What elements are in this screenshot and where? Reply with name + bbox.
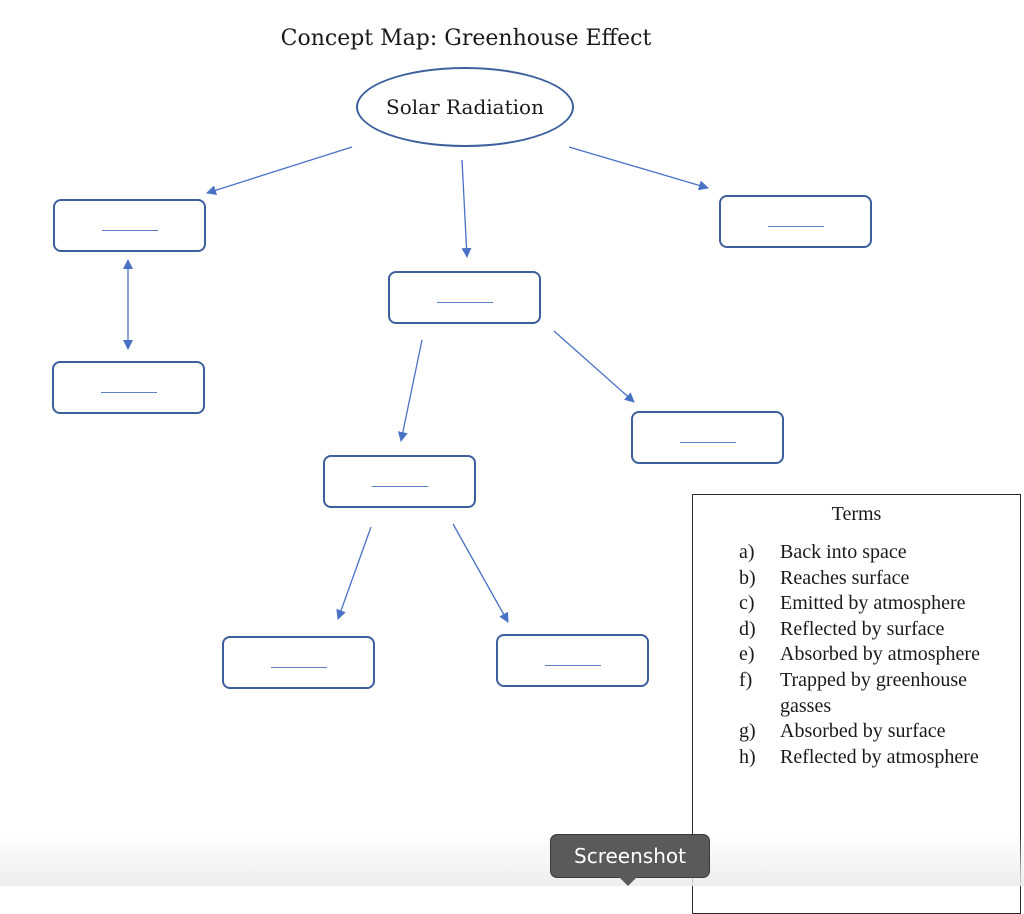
terms-heading: Terms [831, 503, 882, 525]
arrow-root-to-right-box [568, 146, 709, 191]
term-letter: h) [739, 745, 756, 768]
term-letter: b) [739, 566, 756, 589]
blank-node-left[interactable] [53, 199, 206, 252]
term-letter: d) [739, 617, 756, 640]
term-letter: g) [739, 720, 756, 743]
tooltip-pointer [618, 876, 638, 886]
term-letter: c) [739, 592, 755, 615]
blank-node-mid-left[interactable] [323, 455, 476, 508]
term-item: a) Back into space [739, 540, 1020, 566]
connector-arrows [123, 146, 709, 623]
concept-map-title: Concept Map: Greenhouse Effect [280, 26, 652, 51]
blank-node-center[interactable] [388, 271, 541, 324]
blank-node-right[interactable] [719, 195, 872, 248]
arrow-center-to-mid-left [397, 339, 423, 442]
term-text: Absorbed by surface [780, 720, 946, 743]
blank-line [100, 392, 157, 393]
arrow-center-to-mid-right [553, 330, 635, 403]
terms-list: a) Back into space b) Reaches surface c) Em… [739, 540, 1020, 770]
term-text: Back into space [780, 541, 907, 563]
arrow-mid-left-to-bottom-right [452, 523, 509, 623]
term-item: h) Reflected by atmosphere [739, 745, 1020, 771]
screenshot-tooltip: Screenshot [550, 834, 710, 878]
arrow-root-to-left-box [206, 146, 353, 196]
arrow-mid-left-to-bottom-left [336, 526, 372, 620]
term-item: d) Reflected by surface [739, 617, 1020, 643]
term-item: b) Reaches surface [739, 566, 1020, 592]
term-text: Reflected by atmosphere [780, 745, 979, 768]
blank-node-mid-right[interactable] [631, 411, 784, 464]
blank-line [436, 302, 493, 303]
term-text: Reaches surface [780, 566, 910, 589]
term-letter: a) [739, 541, 755, 563]
term-item: f) Trapped by greenhouse gasses [739, 668, 1020, 719]
term-item: g) Absorbed by surface [739, 719, 1020, 745]
term-item: c) Emitted by atmosphere [739, 591, 1020, 617]
blank-line [767, 226, 824, 227]
term-letter: e) [739, 643, 755, 666]
blank-line [101, 230, 158, 231]
blank-line [679, 442, 736, 443]
blank-node-left-lower[interactable] [52, 361, 205, 414]
term-text: Trapped by greenhouse gasses [780, 668, 968, 717]
blank-node-bottom-left[interactable] [222, 636, 375, 689]
term-text: Absorbed by atmosphere [780, 643, 980, 666]
blank-line [371, 486, 428, 487]
blank-line [270, 667, 327, 668]
term-text: Emitted by atmosphere [780, 592, 966, 615]
root-node-solar-radiation: Solar Radiation [356, 67, 574, 147]
blank-line [544, 665, 601, 666]
term-text: Reflected by surface [780, 617, 945, 640]
arrow-root-to-center-box [461, 159, 472, 258]
blank-node-bottom-right[interactable] [496, 634, 649, 687]
term-letter: f) [739, 668, 753, 691]
term-item: e) Absorbed by atmosphere [739, 642, 1020, 668]
terms-box: Terms a) Back into space b) Reaches surfac… [692, 494, 1021, 914]
